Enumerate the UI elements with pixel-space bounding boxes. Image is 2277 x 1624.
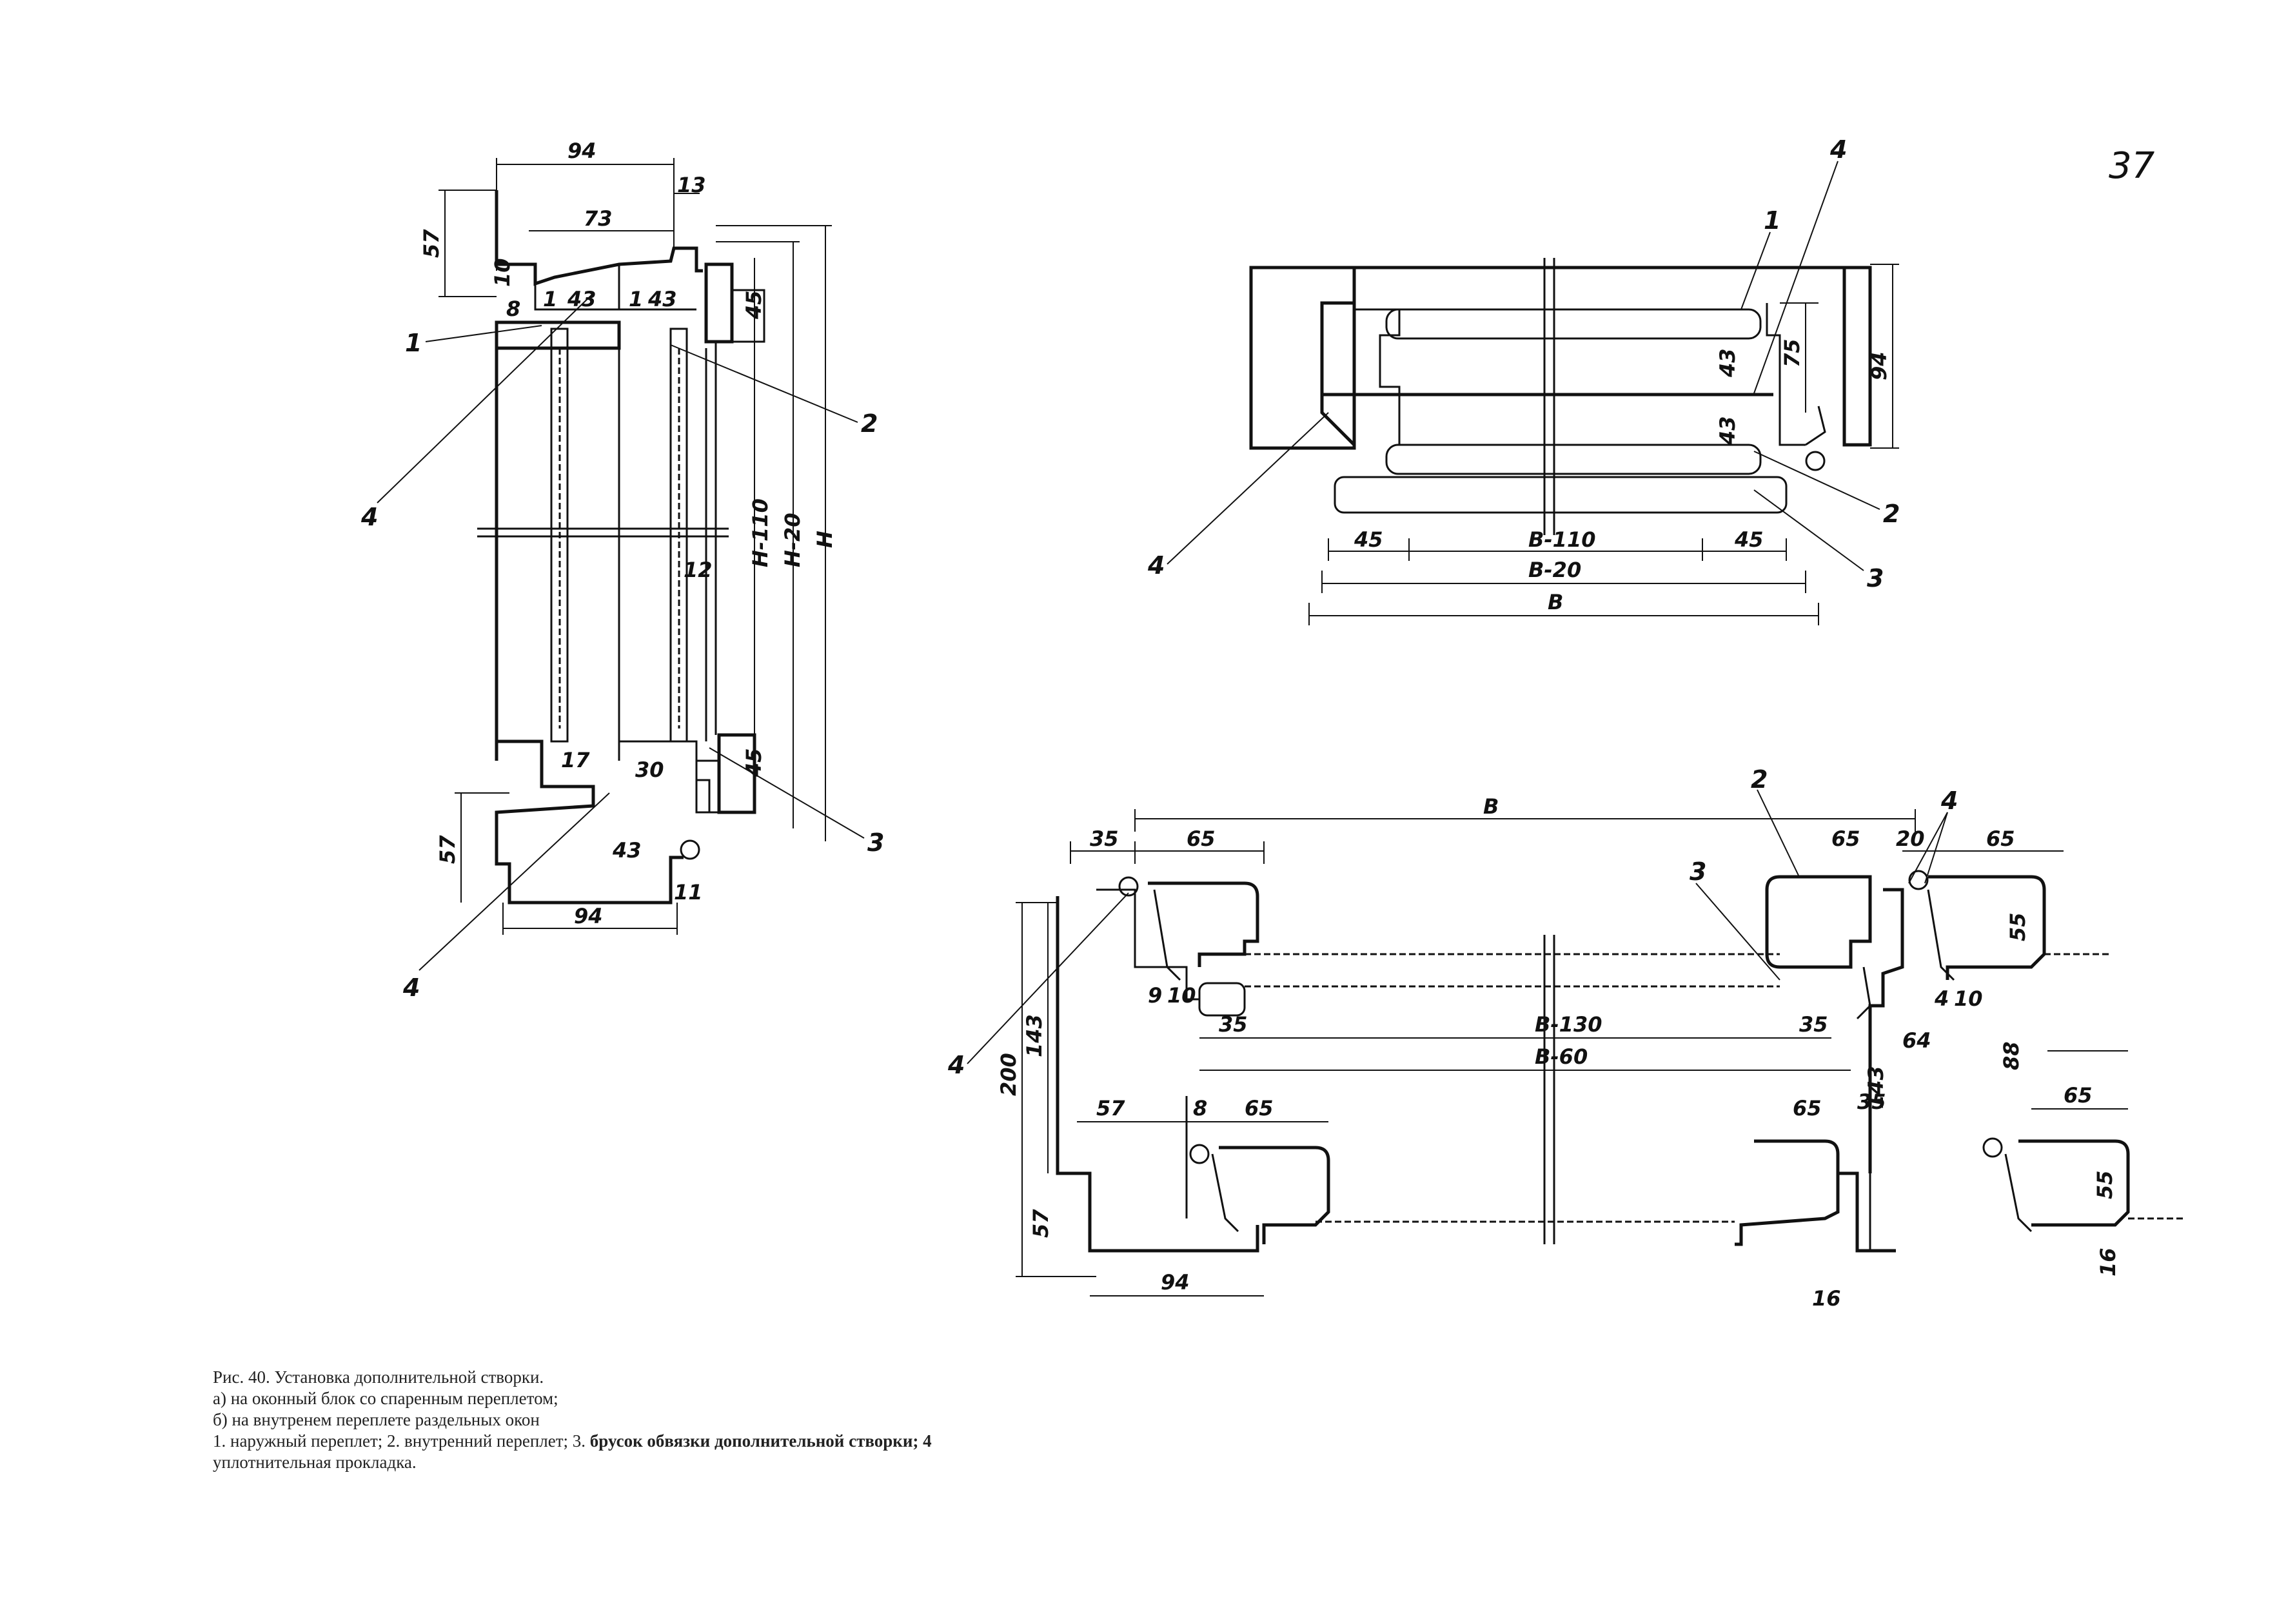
dim-30: 30 bbox=[635, 758, 664, 782]
dim-12: 12 bbox=[684, 558, 713, 582]
dim-55-c-bottom: 55 bbox=[2093, 1170, 2117, 1199]
section-b-plan: 43 43 75 94 45 В-110 45 В-20 В 1 4 2 3 bbox=[1147, 135, 1900, 625]
callout-3-c: 3 bbox=[1690, 857, 1706, 886]
page-number: 37 bbox=[2109, 145, 2155, 187]
dim-43-b-top: 43 bbox=[1715, 348, 1740, 378]
dim-65-c-tr: 65 bbox=[1831, 827, 1860, 851]
dim-94-b: 94 bbox=[1867, 351, 1891, 380]
dim-88: 88 bbox=[1999, 1041, 2024, 1070]
dim-65-c-r: 65 bbox=[2064, 1083, 2093, 1108]
dim-43-top-b: 43 bbox=[647, 287, 677, 311]
dim-94-bottom: 94 bbox=[574, 904, 603, 928]
dim-94-c: 94 bbox=[1161, 1270, 1190, 1295]
dim-8-c: 8 bbox=[1193, 1096, 1207, 1120]
dim-57-c: 57 bbox=[1096, 1096, 1125, 1120]
dim-143-c-r: 143 bbox=[1864, 1066, 1888, 1109]
dim-B-20: В-20 bbox=[1528, 558, 1581, 582]
dim-57-top: 57 bbox=[419, 229, 444, 258]
callout-4-c-left: 4 bbox=[947, 1051, 965, 1079]
dim-94-top: 94 bbox=[567, 139, 596, 163]
dim-4-c: 4 bbox=[1934, 986, 1949, 1011]
dim-17: 17 bbox=[561, 748, 590, 772]
dim-10-c: 10 bbox=[1167, 983, 1196, 1008]
dim-57-c-v: 57 bbox=[1029, 1209, 1053, 1238]
caption-line-4: 1. наружный переплет; 2. внутренний пере… bbox=[213, 1431, 1245, 1452]
callout-2-c: 2 bbox=[1751, 765, 1768, 794]
dim-1-top-b: 1 bbox=[629, 287, 643, 311]
dim-B-110: В-110 bbox=[1528, 527, 1595, 552]
dim-65-c-tl: 65 bbox=[1187, 827, 1216, 851]
dim-B-60: В-60 bbox=[1535, 1044, 1588, 1069]
callout-2-a: 2 bbox=[861, 409, 878, 438]
dim-43-b-bottom: 43 bbox=[1715, 416, 1740, 445]
dim-65-c-bl: 65 bbox=[1245, 1096, 1274, 1120]
dim-13: 13 bbox=[677, 173, 706, 197]
dim-43-bottom: 43 bbox=[612, 838, 642, 863]
callout-4-a-bottom: 4 bbox=[402, 973, 420, 1002]
dim-16-c: 16 bbox=[1812, 1286, 1841, 1311]
dim-64: 64 bbox=[1902, 1028, 1931, 1053]
dim-9-c: 9 bbox=[1148, 983, 1162, 1008]
dim-73: 73 bbox=[584, 206, 613, 231]
dim-35-c-tl: 35 bbox=[1090, 827, 1119, 851]
dim-35-c-mid: 35 bbox=[1857, 1090, 1886, 1114]
dim-65-c-br: 65 bbox=[1793, 1096, 1822, 1120]
dim-20-c: 20 bbox=[1896, 827, 1925, 851]
caption-line-4b: брусок обвязки дополнительной створки; 4 bbox=[589, 1431, 932, 1451]
callout-4-c-right: 4 bbox=[1940, 787, 1958, 815]
dim-10: 10 bbox=[490, 258, 515, 287]
callout-4-a-top: 4 bbox=[360, 503, 378, 531]
dim-1-top-a: 1 bbox=[543, 287, 557, 311]
callout-4-b-top: 4 bbox=[1829, 135, 1847, 164]
dim-55-c-top: 55 bbox=[2006, 912, 2030, 941]
callout-2-b: 2 bbox=[1883, 500, 1900, 528]
dim-200: 200 bbox=[996, 1053, 1021, 1096]
callout-1-b: 1 bbox=[1764, 206, 1780, 235]
caption-line-2: а) на оконный блок со спаренным переплет… bbox=[213, 1389, 558, 1408]
dim-75: 75 bbox=[1780, 338, 1804, 367]
dim-8: 8 bbox=[506, 297, 520, 321]
dim-B-c: В bbox=[1483, 794, 1499, 819]
callout-4-b-left: 4 bbox=[1147, 551, 1165, 580]
callout-3-a: 3 bbox=[867, 828, 884, 857]
dim-10-c-r: 10 bbox=[1954, 986, 1983, 1011]
dim-57-bottom: 57 bbox=[435, 835, 460, 864]
figure-caption: Рис. 40. Установка дополнительной створк… bbox=[213, 1367, 1245, 1473]
section-c-plan: В 35 65 9 10 35 В-130 35 В-60 bbox=[947, 765, 2186, 1311]
callout-1-a: 1 bbox=[405, 329, 422, 357]
dim-H-20: Н-20 bbox=[780, 513, 805, 567]
caption-line-1: Рис. 40. Установка дополнительной створк… bbox=[213, 1367, 544, 1387]
dim-11: 11 bbox=[674, 880, 703, 905]
caption-line-4a: 1. наружный переплет; 2. внутренний пере… bbox=[213, 1431, 586, 1451]
dim-43-top-a: 43 bbox=[567, 287, 596, 311]
caption-line-3: б) на внутренем переплете раздельных око… bbox=[213, 1410, 540, 1429]
dim-B: В bbox=[1548, 590, 1563, 614]
dim-35-c-l: 35 bbox=[1219, 1012, 1248, 1037]
section-a-vertical: 94 13 73 57 10 8 1 43 1 43 45 bbox=[360, 139, 884, 1002]
dim-45-b-right: 45 bbox=[1734, 527, 1764, 552]
dim-45-b-left: 45 bbox=[1354, 527, 1383, 552]
dim-H: Н bbox=[813, 531, 837, 548]
callout-3-b: 3 bbox=[1867, 564, 1884, 592]
dim-65-c-tr2: 65 bbox=[1986, 827, 2015, 851]
dim-16-c-r: 16 bbox=[2096, 1247, 2120, 1277]
dim-35-c-r: 35 bbox=[1799, 1012, 1828, 1037]
caption-line-5: уплотнительная прокладка. bbox=[213, 1453, 417, 1472]
dim-143-c: 143 bbox=[1022, 1014, 1047, 1057]
dim-B-130: В-130 bbox=[1535, 1012, 1602, 1037]
dim-H-110: Н-110 bbox=[748, 498, 773, 567]
